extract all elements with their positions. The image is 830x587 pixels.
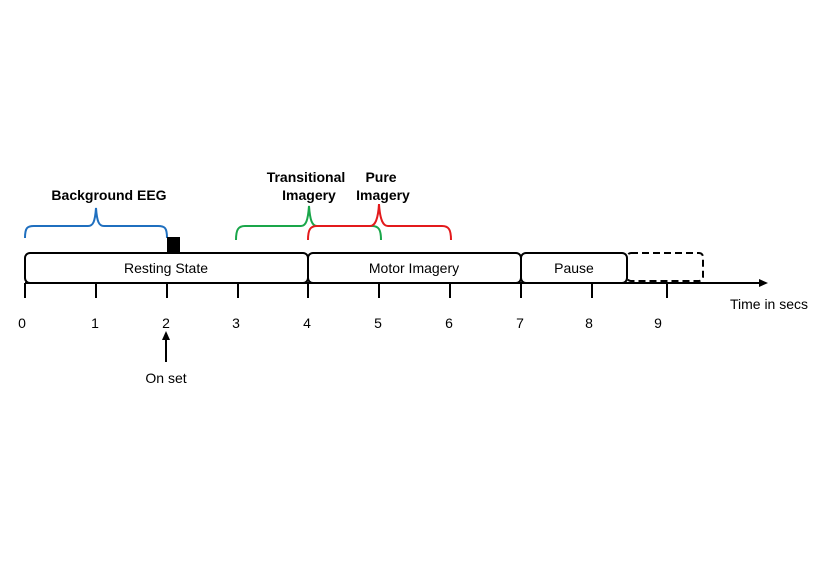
background-eeg-label: Background EEG: [51, 187, 166, 203]
time-axis-arrowhead: [759, 279, 768, 287]
onset-marker: [167, 237, 180, 253]
next-trial-dashed-box: [626, 252, 704, 282]
resting-state-label: Resting State: [124, 260, 208, 276]
axis-tick-label: 4: [303, 315, 311, 331]
pause-label: Pause: [554, 260, 594, 276]
pure-imagery-brace: [307, 203, 452, 241]
pure-imagery-label-line1: Pure: [365, 169, 396, 185]
axis-tick-label: 2: [162, 315, 170, 331]
pause-box: Pause: [520, 252, 628, 284]
axis-tick-label: 9: [654, 315, 662, 331]
axis-tick-labels: 0 1 2 3 4 5 6 7 8 9: [18, 315, 662, 331]
axis-ticks: [24, 283, 668, 298]
axis-tick-label: 5: [374, 315, 382, 331]
axis-tick-label: 1: [91, 315, 99, 331]
transitional-imagery-brace: [235, 205, 382, 241]
motor-imagery-box: Motor Imagery: [307, 252, 522, 284]
background-eeg-brace: [24, 207, 168, 239]
axis-tick-label: 8: [585, 315, 593, 331]
motor-imagery-label: Motor Imagery: [369, 260, 459, 276]
transitional-imagery-label-line2: Imagery: [282, 187, 336, 203]
onset-arrow: [162, 331, 170, 362]
onset-label: On set: [145, 370, 186, 386]
axis-tick-label: 0: [18, 315, 26, 331]
axis-tick-label: 3: [232, 315, 240, 331]
time-axis-label: Time in secs: [730, 296, 808, 312]
axis-tick-label: 7: [516, 315, 524, 331]
resting-state-box: Resting State: [24, 252, 309, 284]
transitional-imagery-label-line1: Transitional: [267, 169, 346, 185]
axis-tick-label: 6: [445, 315, 453, 331]
pure-imagery-label-line2: Imagery: [356, 187, 410, 203]
